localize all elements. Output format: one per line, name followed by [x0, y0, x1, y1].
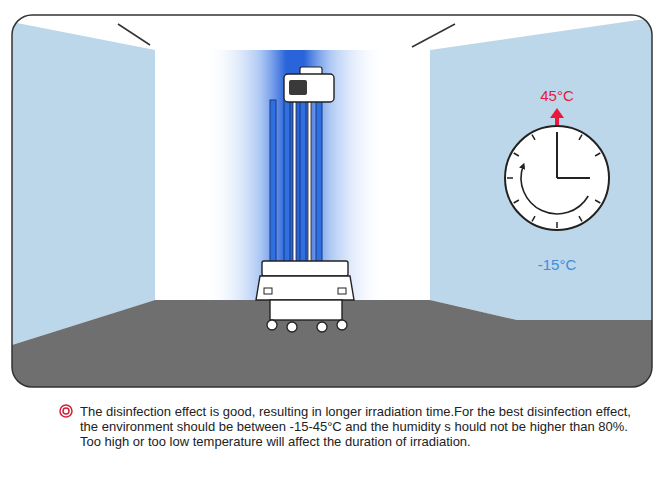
pole: [293, 100, 296, 262]
base-lower: [270, 300, 342, 320]
frame: [12, 15, 652, 387]
back-wall: [155, 50, 430, 300]
bullet-icon: [63, 408, 69, 414]
floor: [12, 300, 652, 387]
dial-tick: [514, 200, 519, 203]
ceiling: [12, 15, 652, 387]
sensor: [338, 288, 346, 294]
wheel: [267, 320, 277, 330]
left-wall: [12, 22, 155, 345]
min-temperature: -15°C: [538, 256, 577, 274]
dial-tick: [595, 200, 600, 203]
dial-tick: [579, 135, 582, 140]
up-arrow: [555, 118, 559, 125]
uv-robot: [256, 67, 354, 332]
uv-lamp: [284, 100, 290, 262]
room: [12, 15, 652, 387]
caption: The disinfection effect is good, resulti…: [80, 404, 645, 449]
dial-tick: [532, 216, 535, 221]
pole: [308, 100, 311, 262]
base-body: [256, 276, 354, 300]
rotation-arrow: [521, 166, 588, 214]
dial-hand: [556, 132, 558, 178]
dial-hand: [557, 177, 590, 179]
max-temperature: 45°C: [540, 87, 574, 105]
right-wall: [430, 18, 652, 320]
screen: [289, 80, 307, 95]
dial-ticks: [507, 135, 600, 228]
wheel: [337, 320, 347, 330]
dial-tick: [532, 135, 535, 140]
up-arrow: [550, 108, 564, 118]
sensor: [264, 288, 272, 294]
uv-lamp: [300, 100, 306, 262]
uv-glow: [205, 50, 385, 300]
wheel: [317, 322, 327, 332]
dial-tick: [507, 177, 513, 179]
bullet-icon: [60, 405, 72, 417]
dial-tick: [556, 222, 558, 228]
dial-tick: [595, 153, 600, 156]
thermometer-dial: [505, 108, 609, 230]
uv-lamp: [316, 100, 322, 262]
uv-lamp: [270, 100, 276, 262]
wheel: [287, 322, 297, 332]
ceiling-line: [118, 24, 150, 45]
dial-tick: [514, 153, 519, 156]
dial-face: [505, 126, 609, 230]
head: [284, 74, 334, 102]
ceiling-line: [412, 24, 455, 47]
dial-tick: [579, 216, 582, 221]
base-top: [262, 261, 348, 276]
